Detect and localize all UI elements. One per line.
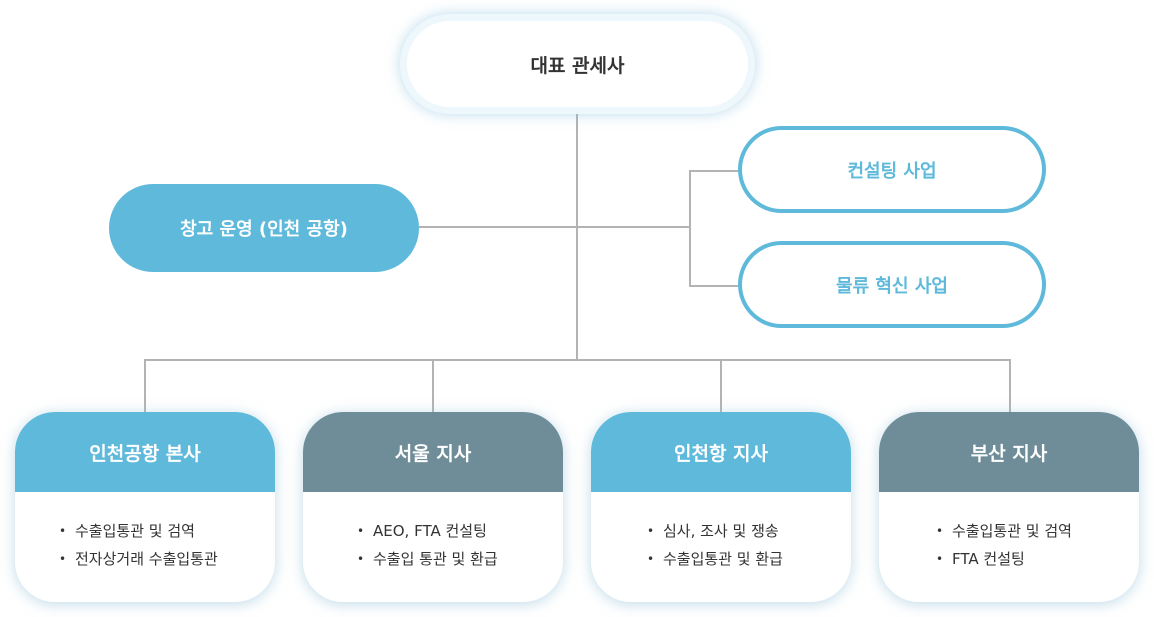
connector-branch-3 bbox=[720, 359, 722, 414]
branch-item-list: 수출입통관 및 검역 전자상거래 수출입통관 bbox=[15, 492, 275, 573]
top-node: 대표 관세사 bbox=[400, 14, 755, 114]
branch-item: 수출입통관 및 검역 bbox=[936, 517, 1139, 545]
connector-bottom-horizontal bbox=[144, 359, 1011, 361]
connector-branch-4 bbox=[1009, 359, 1011, 414]
branch-card-incheon-airport: 인천공항 본사 수출입통관 및 검역 전자상거래 수출입통관 bbox=[15, 412, 275, 602]
branch-item: 심사, 조사 및 쟁송 bbox=[647, 517, 851, 545]
connector-right-top-stub bbox=[689, 170, 738, 172]
branch-item-list: 수출입통관 및 검역 FTA 컨설팅 bbox=[879, 492, 1139, 573]
logistics-node: 물류 혁신 사업 bbox=[738, 241, 1046, 328]
consulting-node: 컨설팅 사업 bbox=[738, 126, 1046, 213]
branch-card-busan: 부산 지사 수출입통관 및 검역 FTA 컨설팅 bbox=[879, 412, 1139, 602]
branch-title: 인천항 지사 bbox=[591, 412, 851, 492]
consulting-node-label: 컨설팅 사업 bbox=[847, 160, 937, 182]
connector-left-horizontal bbox=[419, 226, 578, 228]
top-node-label: 대표 관세사 bbox=[530, 54, 625, 77]
logistics-node-label: 물류 혁신 사업 bbox=[836, 275, 948, 297]
branch-item-list: 심사, 조사 및 쟁송 수출입통관 및 환급 bbox=[591, 492, 851, 573]
connector-right-bottom-stub bbox=[689, 285, 738, 287]
branch-title: 인천공항 본사 bbox=[15, 412, 275, 492]
branch-item: 전자상거래 수출입통관 bbox=[59, 545, 275, 573]
branch-item: AEO, FTA 컨설팅 bbox=[357, 517, 563, 545]
branch-item-list: AEO, FTA 컨설팅 수출입 통관 및 환급 bbox=[303, 492, 563, 573]
branch-title: 부산 지사 bbox=[879, 412, 1139, 492]
branch-item: 수출입 통관 및 환급 bbox=[357, 545, 563, 573]
connector-branch-1 bbox=[144, 359, 146, 414]
branch-card-incheon-port: 인천항 지사 심사, 조사 및 쟁송 수출입통관 및 환급 bbox=[591, 412, 851, 602]
warehouse-node-label: 창고 운영 (인천 공항) bbox=[180, 219, 348, 240]
branch-title: 서울 지사 bbox=[303, 412, 563, 492]
connector-right-horizontal bbox=[578, 226, 689, 228]
branch-item: 수출입통관 및 검역 bbox=[59, 517, 275, 545]
branch-item: 수출입통관 및 환급 bbox=[647, 545, 851, 573]
connector-branch-2 bbox=[432, 359, 434, 414]
warehouse-node: 창고 운영 (인천 공항) bbox=[109, 184, 419, 272]
branch-item: FTA 컨설팅 bbox=[936, 545, 1139, 573]
connector-main-vertical bbox=[576, 112, 578, 361]
connector-right-vertical bbox=[689, 170, 691, 287]
branch-card-seoul: 서울 지사 AEO, FTA 컨설팅 수출입 통관 및 환급 bbox=[303, 412, 563, 602]
